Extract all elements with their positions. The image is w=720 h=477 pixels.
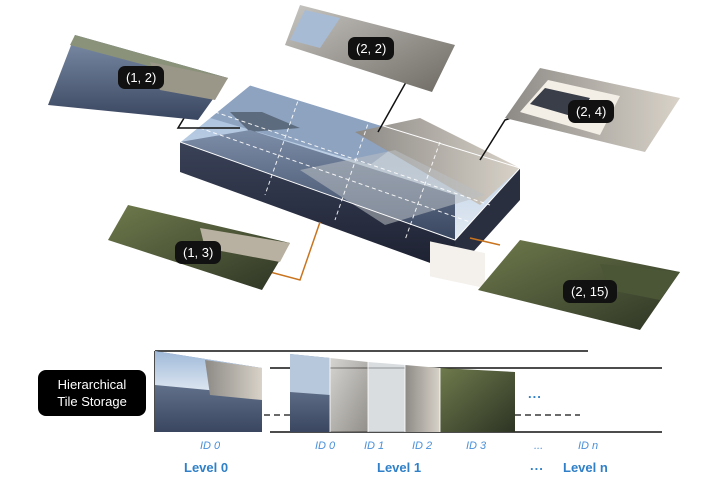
- tile-label-1-3: (1, 3): [175, 241, 222, 264]
- level-n-label: Level n: [563, 460, 608, 475]
- level0-thumbnail: [155, 351, 262, 432]
- id-label-level1-2: ID 2: [412, 440, 433, 452]
- tile-label-1-2: (1, 2): [118, 66, 165, 89]
- storage-ellipsis: ...: [528, 386, 542, 401]
- storage-label-line1: Hierarchical: [57, 377, 127, 392]
- id-label-level0-0: ID 0: [200, 440, 221, 452]
- tile-label-2-2: (2, 2): [348, 37, 395, 60]
- tile-label-2-4: (2, 4): [568, 100, 615, 123]
- id-label-n: ID n: [578, 440, 599, 452]
- level1-thumbnails: [290, 354, 515, 432]
- id-label-level1-0: ID 0: [315, 440, 336, 452]
- level-0-label: Level 0: [184, 460, 229, 475]
- id-label-ellipsis: ...: [534, 440, 544, 452]
- level-1-label: Level 1: [377, 460, 422, 475]
- tile-label-2-15: (2, 15): [563, 280, 617, 303]
- id-label-level1-3: ID 3: [466, 440, 487, 452]
- level-ellipsis: ...: [530, 458, 544, 473]
- id-label-level1-1: ID 1: [364, 440, 385, 452]
- hierarchical-tile-storage-label: Hierarchical Tile Storage: [38, 370, 146, 416]
- storage-strip: [154, 350, 662, 433]
- central-image-slab: [178, 84, 521, 289]
- storage-label-line2: Tile Storage: [57, 394, 127, 409]
